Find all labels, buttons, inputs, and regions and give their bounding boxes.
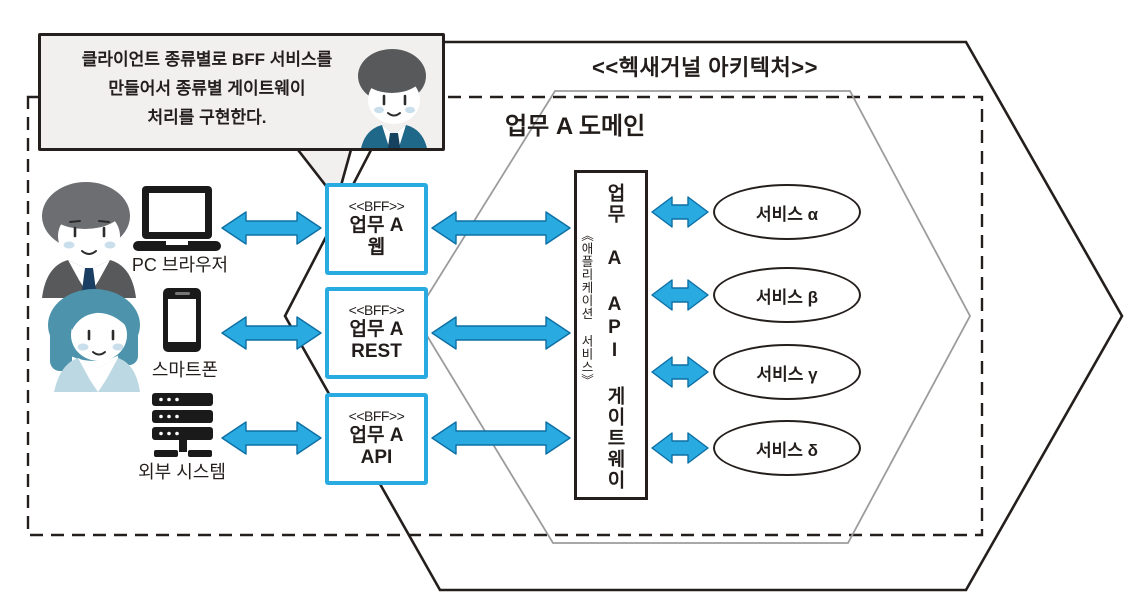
arrow-gateway-service-gamma: [651, 356, 709, 388]
client-pc-browser-label: PC 브라우저: [131, 255, 229, 275]
inner-hexagon: [413, 90, 972, 544]
service-beta-label: 서비스 β: [755, 287, 819, 307]
service-delta-label: 서비스 δ: [756, 440, 818, 460]
domain-dashed-border: [26, 95, 984, 537]
arrow-system-api: [221, 421, 322, 455]
bff-rest-stereotype: <<BFF>>: [348, 302, 405, 319]
bff-web-subtitle: 웹: [367, 237, 386, 259]
arrow-phone-rest: [221, 316, 322, 350]
callout-text: 클라이언트 종류별로 BFF 서비스를 만들어서 종류별 게이트웨이 처리를 구…: [47, 45, 367, 133]
smartphone-icon: [163, 288, 201, 352]
man-avatar-icon: [42, 182, 136, 298]
bff-api-stereotype: <<BFF>>: [348, 408, 405, 425]
bff-api-box: <<BFF>> 업무 A API: [325, 393, 428, 485]
callout-line-2: 만들어서 종류별 게이트웨이: [108, 79, 306, 99]
bff-web-stereotype: <<BFF>>: [348, 198, 405, 215]
consultant-avatar-icon: [358, 49, 427, 148]
hexagonal-architecture-title: <<헥새거널 아키텍처>>: [592, 55, 818, 80]
client-external-system-label: 외부 시스템: [138, 462, 226, 482]
service-beta-ellipse: 서비스 β: [713, 267, 861, 323]
arrow-gateway-service-beta: [651, 279, 709, 311]
service-alpha-ellipse: 서비스 α: [713, 184, 861, 240]
bff-web-box: <<BFF>> 업무 A 웹: [325, 183, 428, 275]
service-gamma-label: 서비스 γ: [756, 364, 818, 384]
server-icon: [152, 393, 213, 457]
bff-web-title: 업무 A: [349, 214, 404, 236]
service-delta-ellipse: 서비스 δ: [713, 420, 861, 476]
arrow-gateway-service-delta: [651, 432, 709, 464]
api-gateway-text: 업무 A API 게이트웨이 《애플리케이션 서비스》: [577, 173, 640, 497]
service-alpha-label: 서비스 α: [755, 204, 819, 224]
callout-line-3: 처리를 구현한다.: [147, 108, 267, 128]
client-smartphone-label: 스마트폰: [151, 360, 219, 380]
callout-bubble: 클라이언트 종류별로 BFF 서비스를 만들어서 종류별 게이트웨이 처리를 구…: [38, 33, 445, 151]
laptop-icon: [133, 186, 221, 251]
bff-api-subtitle: API: [360, 447, 393, 469]
bff-rest-box: <<BFF>> 업무 A REST: [325, 287, 428, 379]
arrow-browser-web: [221, 211, 322, 245]
arrow-web-gateway: [431, 211, 571, 245]
bff-api-title: 업무 A: [349, 424, 404, 446]
bff-rest-title: 업무 A: [349, 318, 404, 340]
callout-line-1: 클라이언트 종류별로 BFF 서비스를: [81, 50, 333, 69]
arrow-rest-gateway: [431, 316, 571, 350]
bff-rest-subtitle: REST: [351, 341, 402, 363]
woman-avatar-icon: [48, 289, 140, 392]
api-gateway-title: 업무 A API 게이트웨이: [604, 183, 625, 491]
arrow-api-gateway: [431, 421, 571, 455]
domain-label: 업무 A 도메인: [505, 113, 646, 140]
api-gateway-box: 업무 A API 게이트웨이 《애플리케이션 서비스》: [574, 170, 648, 500]
arrow-gateway-service-alpha: [651, 196, 709, 228]
service-gamma-ellipse: 서비스 γ: [713, 344, 861, 400]
api-gateway-stereotype: 《애플리케이션 서비스》: [579, 229, 593, 387]
